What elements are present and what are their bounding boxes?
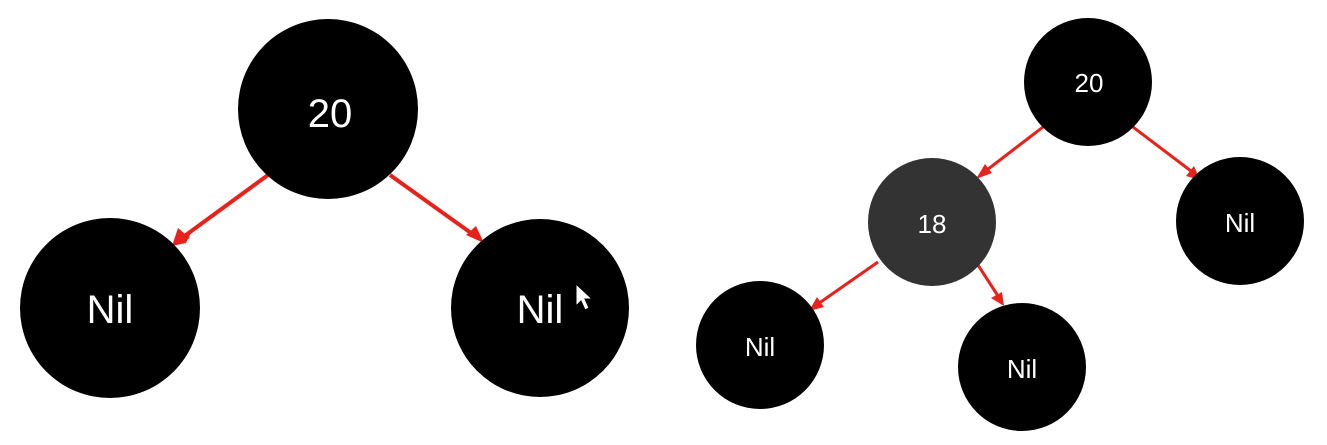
node-label: Nil <box>1007 354 1037 384</box>
left-tree-root-node: 20 <box>238 19 418 199</box>
edge-18-to-right-nil <box>976 264 1002 300</box>
right-tree-node-18: 18 <box>868 158 996 286</box>
left-tree-left-nil-node: Nil <box>20 218 200 398</box>
arrowhead-right-nil <box>466 226 484 243</box>
right-tree-right-nil-node: Nil <box>1176 157 1304 285</box>
arrowhead-18-right-nil <box>991 292 1004 306</box>
edge-18-to-left-nil <box>814 260 879 308</box>
node-label: 20 <box>308 92 353 136</box>
left-tree-right-nil-node: Nil <box>451 219 629 397</box>
node-label: Nil <box>1225 208 1255 238</box>
right-tree-left-left-nil-node: Nil <box>696 281 824 409</box>
edge-left-root-to-left-nil <box>173 173 270 245</box>
right-tree-root-node: 20 <box>1024 18 1152 146</box>
left-tree: 20 Nil Nil <box>20 19 629 398</box>
mouse-pointer-icon <box>575 282 594 311</box>
arrowhead-18 <box>976 164 992 179</box>
right-tree: 20 18 Nil Nil Nil <box>696 18 1304 431</box>
edge-left-root-to-right-nil <box>388 173 480 240</box>
node-label: 18 <box>918 209 947 239</box>
edge-root-to-right-nil <box>1132 125 1196 176</box>
node-label: 20 <box>1075 68 1104 98</box>
arrowhead-18-left-nil <box>809 297 824 311</box>
right-tree-left-right-nil-node: Nil <box>958 303 1086 431</box>
edge-root-to-18 <box>982 125 1044 175</box>
arrowhead-left-nil-2 <box>172 228 190 246</box>
node-label: Nil <box>87 288 134 332</box>
node-label: Nil <box>517 288 564 332</box>
node-label: Nil <box>745 332 775 362</box>
